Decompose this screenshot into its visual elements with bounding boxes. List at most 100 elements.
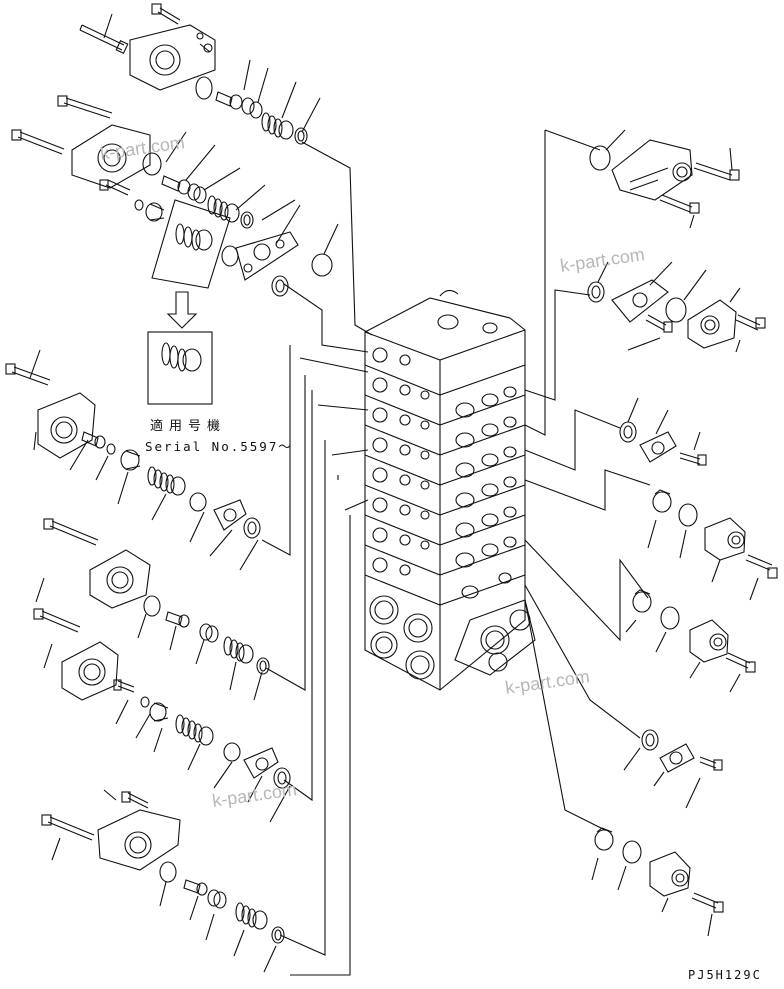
o-ring	[311, 253, 333, 277]
plug	[221, 245, 239, 267]
drawing-code-label: PJ5H129C	[688, 968, 762, 982]
cover	[611, 139, 693, 201]
gasket	[243, 747, 279, 779]
leader-lines	[261, 129, 651, 976]
spring	[223, 636, 254, 664]
bolt	[121, 791, 149, 809]
o-ring	[195, 76, 213, 100]
plug	[183, 879, 208, 896]
retainer	[199, 623, 219, 643]
leader	[103, 13, 321, 133]
retainer	[187, 183, 207, 204]
bolt	[33, 608, 81, 633]
bolt	[679, 452, 707, 466]
plug	[161, 175, 191, 195]
plug	[215, 91, 243, 110]
plug	[594, 827, 614, 851]
cover	[37, 392, 96, 459]
gasket	[611, 279, 669, 323]
o-ring	[678, 503, 698, 527]
bolt	[11, 129, 65, 155]
cover	[71, 124, 151, 189]
o-ring	[665, 297, 687, 323]
leader	[623, 747, 701, 809]
seal	[256, 657, 270, 675]
o-ring	[159, 861, 177, 883]
leader	[43, 643, 291, 823]
applicable-models-label: 適用号機	[150, 419, 227, 434]
o-ring	[142, 152, 162, 176]
leader	[165, 131, 296, 221]
retainer	[241, 97, 263, 119]
bolt	[699, 756, 723, 771]
o-ring	[622, 840, 642, 864]
cover	[97, 809, 181, 871]
plug	[165, 611, 190, 628]
bolt	[57, 95, 113, 119]
bolt	[41, 814, 95, 841]
cover	[89, 549, 151, 609]
flange	[639, 431, 677, 463]
bolt	[691, 892, 724, 913]
retainer	[189, 492, 207, 512]
washer	[134, 199, 144, 211]
washer	[106, 443, 116, 455]
o-ring	[143, 595, 161, 617]
bolt	[725, 652, 756, 673]
cap	[704, 517, 746, 561]
cover	[687, 299, 737, 349]
bolt	[5, 363, 51, 386]
leader	[591, 857, 713, 937]
bolt	[151, 3, 181, 25]
bolt	[645, 314, 673, 333]
spring-plug	[587, 281, 605, 303]
bolt	[735, 314, 766, 331]
bolt	[113, 679, 135, 693]
spring-plug	[243, 517, 261, 539]
leader	[275, 204, 339, 255]
cap	[689, 619, 729, 663]
o-ring	[660, 606, 680, 630]
control-valve-body	[364, 289, 536, 691]
leader	[627, 397, 701, 451]
bolt	[693, 162, 740, 181]
plug	[81, 431, 106, 449]
piston	[149, 702, 169, 722]
bolt	[43, 518, 99, 546]
leader	[51, 789, 277, 973]
cap	[649, 851, 691, 897]
piston	[145, 202, 165, 222]
spring-inset-callout	[147, 199, 231, 405]
retainer	[223, 742, 241, 762]
spring	[235, 902, 268, 930]
gasket	[235, 231, 299, 281]
bolt	[99, 179, 131, 196]
spring	[261, 112, 294, 140]
spring	[147, 466, 186, 496]
bolt	[745, 554, 778, 579]
plug	[652, 489, 672, 513]
leader	[625, 619, 741, 693]
serial-number-label: Serial No.5597～	[145, 439, 293, 454]
spring	[207, 195, 240, 223]
cover	[129, 24, 216, 91]
spring-plug	[273, 767, 291, 789]
leader	[597, 261, 741, 353]
seal	[271, 926, 285, 944]
gasket	[213, 499, 247, 531]
leader	[35, 577, 263, 701]
seal	[240, 211, 254, 229]
flange	[659, 743, 695, 773]
spring	[175, 714, 214, 746]
spring-plug	[271, 275, 289, 297]
leader	[605, 129, 733, 229]
bolt	[659, 194, 700, 214]
plug	[632, 589, 652, 613]
bolt	[79, 24, 129, 54]
retainer	[207, 889, 227, 909]
leader	[29, 349, 259, 571]
washer	[140, 696, 150, 708]
o-ring	[589, 145, 611, 171]
cover	[61, 641, 119, 701]
